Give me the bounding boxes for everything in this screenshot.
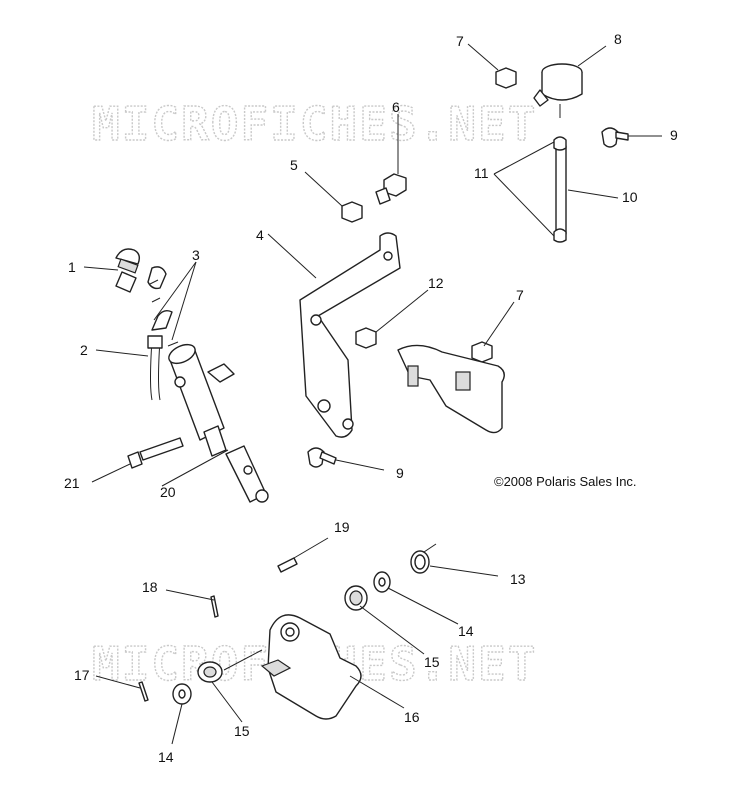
callout-14-upper: 14: [458, 623, 474, 639]
callout-15-upper: 15: [424, 654, 440, 670]
callout-14-lower: 14: [158, 749, 174, 765]
callout-3: 3: [192, 247, 200, 263]
copyright-text: ©2008 Polaris Sales Inc.: [494, 474, 637, 489]
callout-17: 17: [74, 667, 90, 683]
callout-7-top: 7: [456, 33, 464, 49]
leader-lines: [83, 43, 662, 745]
part-cotter-17: [138, 681, 149, 702]
part-tube: [553, 136, 567, 243]
callout-2: 2: [80, 342, 88, 358]
callout-20: 20: [160, 484, 176, 500]
part-washer-14-lower: [172, 683, 192, 705]
part-clip-13: [410, 550, 430, 574]
callout-labels: 1 2 3 4 5 6 7 7 8 9 9 10 11 12 13 14 14 …: [64, 31, 678, 765]
callout-1: 1: [68, 259, 76, 275]
part-washer-14-upper: [373, 571, 391, 593]
part-pin-19: [277, 557, 298, 573]
part-pedal: [260, 614, 362, 720]
callout-15-lower: 15: [234, 723, 250, 739]
part-nut-7-top: [495, 67, 517, 89]
callout-5: 5: [290, 157, 298, 173]
part-bolt-9-lower: [307, 447, 337, 468]
part-nut-12: [355, 327, 377, 349]
part-master-cylinder: [168, 343, 269, 503]
callout-7-right: 7: [516, 287, 524, 303]
callout-6: 6: [392, 99, 400, 115]
part-cover-plate: [397, 344, 505, 434]
callout-8: 8: [614, 31, 622, 47]
callout-21: 21: [64, 475, 80, 491]
callout-19: 19: [334, 519, 350, 535]
callout-13: 13: [510, 571, 526, 587]
callout-12: 12: [428, 275, 444, 291]
callout-9-lower: 9: [396, 465, 404, 481]
part-bracket: [299, 232, 401, 438]
callout-18: 18: [142, 579, 158, 595]
callout-9-upper: 9: [670, 127, 678, 143]
watermark-top: MICROFICHES.NET: [92, 97, 537, 151]
part-nut-7-right: [471, 341, 493, 363]
part-bushing-15-upper: [344, 585, 368, 611]
part-bolt-21: [127, 437, 184, 469]
part-nut-5: [341, 201, 363, 223]
callout-16: 16: [404, 709, 420, 725]
part-bolt-9-upper: [601, 127, 629, 148]
callout-11: 11: [474, 165, 489, 181]
callout-4: 4: [256, 227, 264, 243]
part-hose: [147, 266, 179, 401]
callout-10: 10: [622, 189, 638, 205]
part-bolt-6: [375, 173, 407, 205]
part-cotter-18: [210, 595, 219, 618]
part-bleeder-screw: [115, 248, 141, 293]
part-reservoir: [533, 63, 583, 118]
part-bushing-15-lower: [197, 661, 223, 683]
